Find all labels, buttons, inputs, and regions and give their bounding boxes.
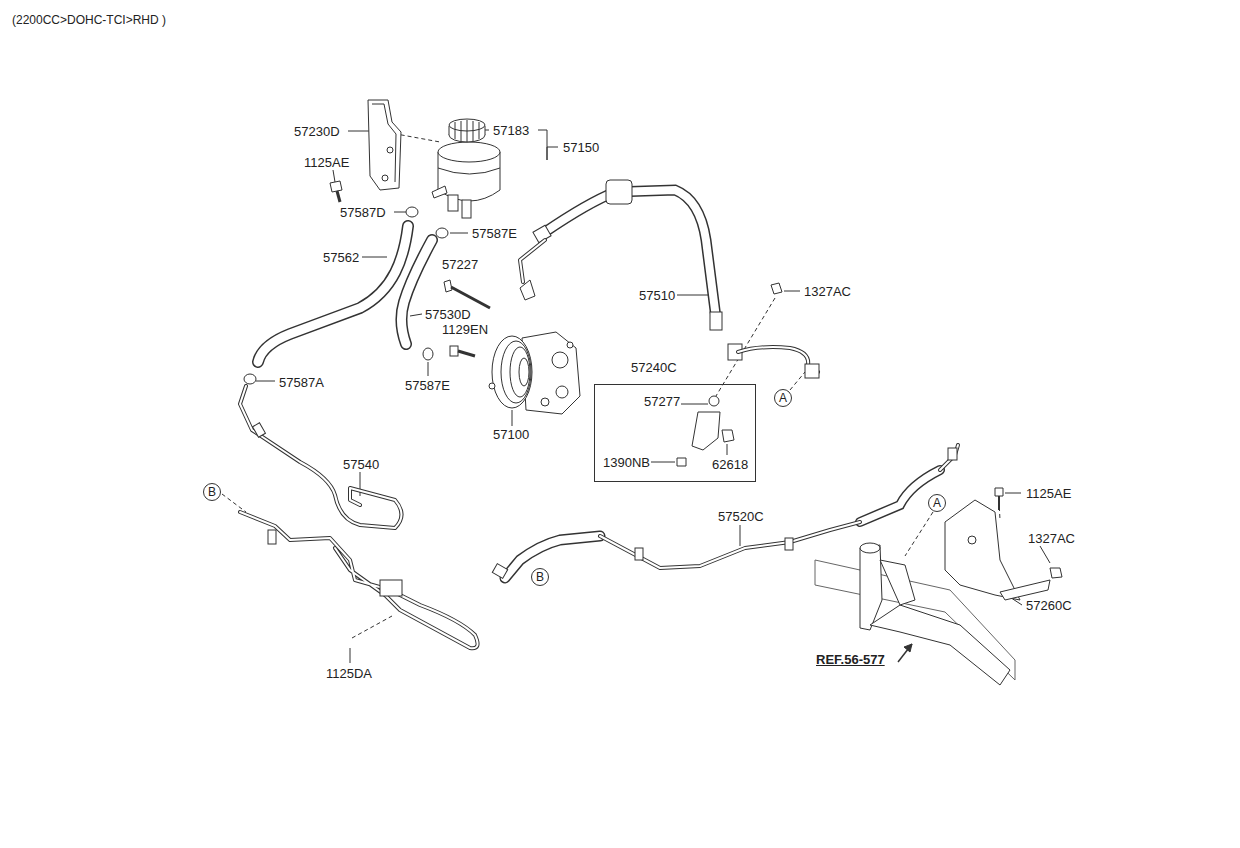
callout-number: 57183 — [492, 123, 530, 138]
group-number: 57240C — [630, 360, 678, 375]
callout-number: 57100 — [492, 427, 530, 442]
callout-number: 1129EN — [441, 322, 489, 337]
callout-number: 57277 — [643, 394, 681, 409]
reference-circle: B — [203, 483, 221, 501]
leader-lines — [222, 130, 1050, 663]
steering-gear — [815, 488, 1062, 685]
callout-number: 1327AC — [803, 284, 852, 299]
group-box: 57240C572771390NB62618 — [594, 384, 756, 482]
callout-number: 57230D — [293, 124, 341, 139]
callout-number: 57530D — [424, 307, 472, 322]
callout-number: 62618 — [711, 457, 749, 472]
reference-letter: A — [933, 497, 941, 509]
callout-number: 1327AC — [1027, 531, 1076, 546]
reservoir-bracket — [330, 100, 401, 202]
callout-number: 1125AE — [303, 155, 350, 170]
callout-number: 57510 — [638, 288, 676, 303]
reference-circle: B — [531, 568, 549, 586]
pipe-clips — [253, 364, 957, 596]
pipe-bracket — [677, 283, 782, 466]
callout-number: 57562 — [322, 250, 360, 265]
hose-clamps — [244, 207, 448, 384]
reservoir — [432, 119, 500, 218]
ref-arrow — [898, 644, 912, 662]
diagram-title: (2200CC>DOHC-TCI>RHD ) — [12, 13, 166, 27]
callout-number: 1125AE — [1025, 486, 1072, 501]
reference-circle: A — [774, 389, 792, 407]
callout-number: 57587A — [278, 375, 325, 390]
callout-number: 1390NB — [602, 455, 651, 470]
callout-number: 1125DA — [325, 666, 373, 681]
reference-note: REF.56-577 — [815, 652, 886, 667]
reference-letter: A — [779, 392, 787, 404]
callout-number: 57520C — [717, 509, 765, 524]
reference-letter: B — [208, 486, 216, 498]
callout-number: 57587D — [339, 205, 387, 220]
callout-number: 57150 — [562, 140, 600, 155]
callout-number: 57540 — [342, 457, 380, 472]
reference-letter: B — [536, 571, 544, 583]
callout-number: 57587E — [471, 226, 518, 241]
callout-number: 57227 — [441, 257, 479, 272]
power-steering-pump — [444, 280, 580, 414]
callout-number: 57587E — [404, 378, 451, 393]
reference-circle: A — [928, 494, 946, 512]
callout-number: 57260C — [1025, 598, 1073, 613]
rubber-hoses — [258, 190, 940, 578]
